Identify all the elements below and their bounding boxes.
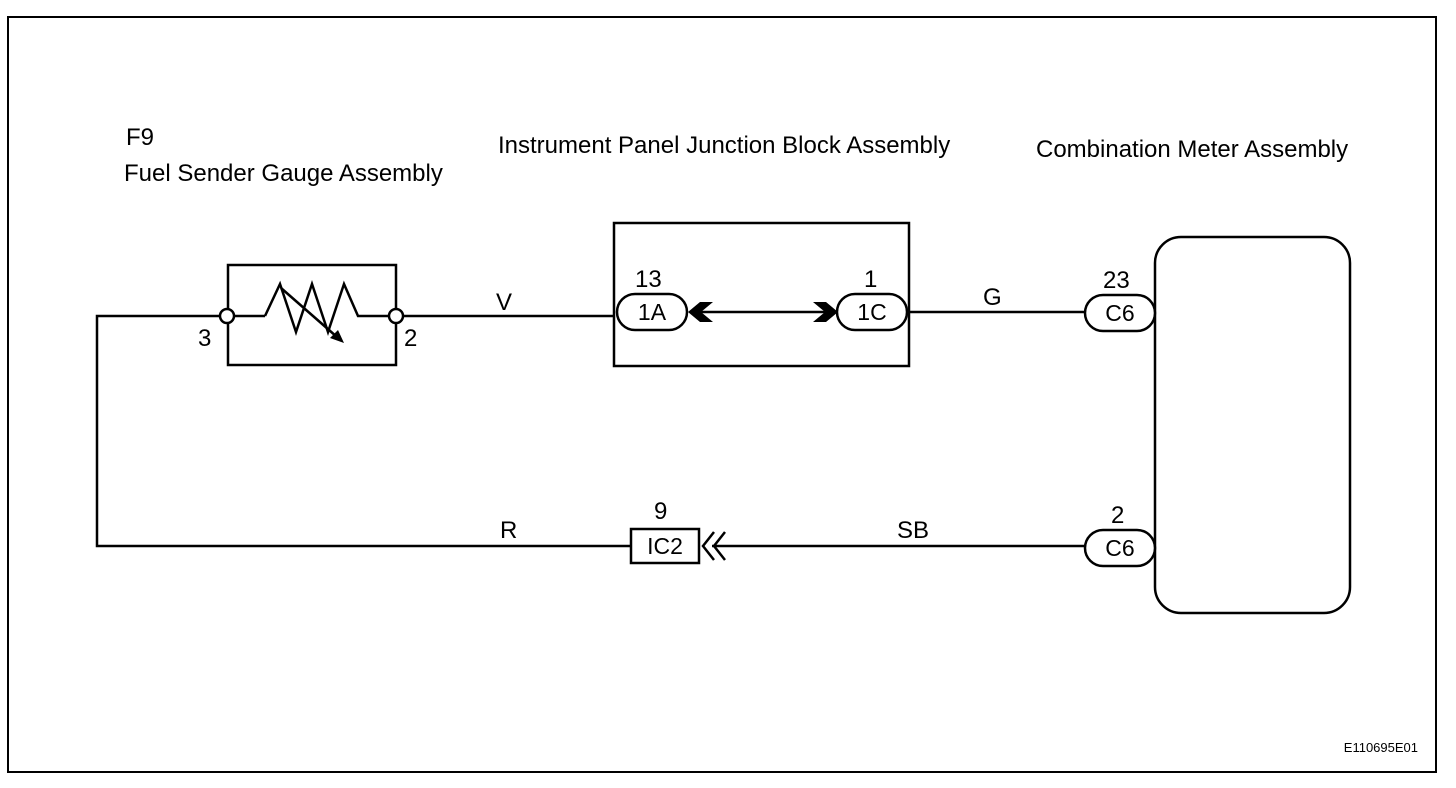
ic2-chevron-inner-icon [701, 531, 715, 561]
jb-pin-in: 13 [635, 266, 662, 293]
connector-1c [835, 292, 909, 332]
combination-meter-title: Combination Meter Assembly [1036, 136, 1348, 163]
meter-pin-top: 23 [1103, 267, 1130, 294]
sender-terminal-left [218, 307, 236, 325]
jb-pin-out: 1 [864, 266, 877, 293]
combination-meter-box [1153, 235, 1352, 615]
connector-label-ic2: IC2 [647, 533, 683, 559]
wire-label-v: V [496, 289, 512, 316]
fuel-sender-code: F9 [126, 124, 154, 151]
wire-return-left [95, 314, 631, 548]
sender-pin-left: 3 [198, 325, 211, 352]
sender-terminal-right [387, 307, 405, 325]
connector-label-c6-bottom: C6 [1105, 535, 1134, 561]
connector-label-c6-top: C6 [1105, 300, 1134, 326]
ic2-chevron-outer-icon [712, 531, 726, 561]
connector-c6-bottom [1083, 528, 1157, 568]
variable-resistor-icon [263, 280, 390, 336]
connector-arrow-right-icon [813, 302, 838, 322]
ic-pin: 9 [654, 498, 667, 525]
connector-1a [615, 292, 689, 332]
connector-ic2 [629, 527, 701, 565]
resistor-wiper-arrowhead [330, 330, 344, 343]
resistor-wiper-line [280, 287, 338, 338]
meter-pin-bottom: 2 [1111, 502, 1124, 529]
connector-label-1a: 1A [638, 299, 667, 325]
fuel-sender-title: Fuel Sender Gauge Assembly [124, 160, 443, 187]
wire-label-sb: SB [897, 517, 929, 544]
wire-label-g: G [983, 284, 1002, 311]
connector-label-1c: 1C [857, 299, 886, 325]
wire-label-r: R [500, 517, 517, 544]
junction-block-title: Instrument Panel Junction Block Assembly [498, 132, 950, 159]
sender-pin-right: 2 [404, 325, 417, 352]
diagram-frame [7, 16, 1437, 773]
figure-code: E110695E01 [1344, 740, 1418, 755]
connector-c6-top [1083, 293, 1157, 333]
